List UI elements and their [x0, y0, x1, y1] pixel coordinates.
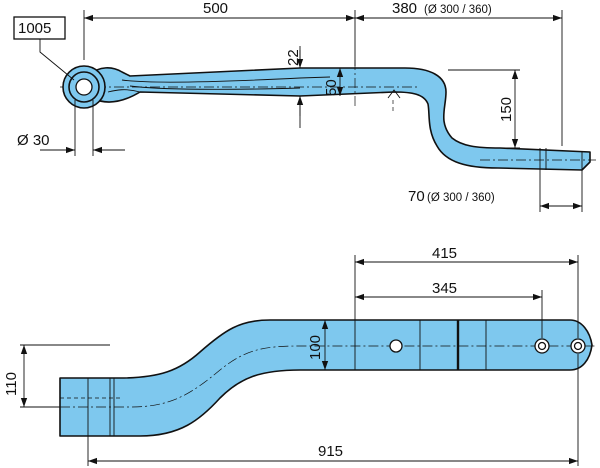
- part-number-box: [13, 16, 66, 40]
- leaf-layer-line: [121, 76, 331, 83]
- leader-line: [39, 39, 75, 81]
- mount-hole-outer-bore: [573, 341, 583, 351]
- mount-hole-inner-bore: [537, 341, 547, 351]
- dim-415: 415: [432, 245, 457, 262]
- dim-380: 380: [392, 0, 417, 17]
- dim-150: 150: [498, 97, 515, 122]
- dim-100: 100: [307, 335, 324, 360]
- dim-500: 500: [203, 0, 228, 17]
- dim-380-note: (Ø 300 / 360): [424, 4, 492, 16]
- dim-915: 915: [318, 443, 343, 460]
- part-number: 1005: [18, 20, 51, 37]
- spring-leaf-body: [87, 67, 591, 171]
- dim-50: 50: [323, 79, 340, 96]
- eye-bushing-mid: [68, 71, 100, 103]
- dim-22: 22: [285, 49, 302, 66]
- eye-bore: [75, 78, 93, 96]
- center-line: [60, 345, 596, 408]
- spring-plan-body: [59, 319, 593, 437]
- leaf-layer-line: [107, 89, 141, 93]
- center-bolt-hole: [389, 339, 403, 353]
- dim-345: 345: [432, 280, 457, 297]
- side-view: 1005 500 380 (Ø 300 / 360) 22 50 150: [13, 0, 596, 212]
- leaf-layer-line: [129, 85, 301, 90]
- end-hatch: [539, 148, 547, 170]
- dim-eye-diameter: Ø 30: [17, 132, 50, 149]
- dim-70: 70: [408, 188, 425, 205]
- center-bolt-tab: [387, 89, 401, 99]
- top-view: 415 345 100 110 915: [3, 245, 596, 466]
- dim-110: 110: [3, 372, 20, 396]
- dim-70-note: (Ø 300 / 360): [427, 192, 495, 204]
